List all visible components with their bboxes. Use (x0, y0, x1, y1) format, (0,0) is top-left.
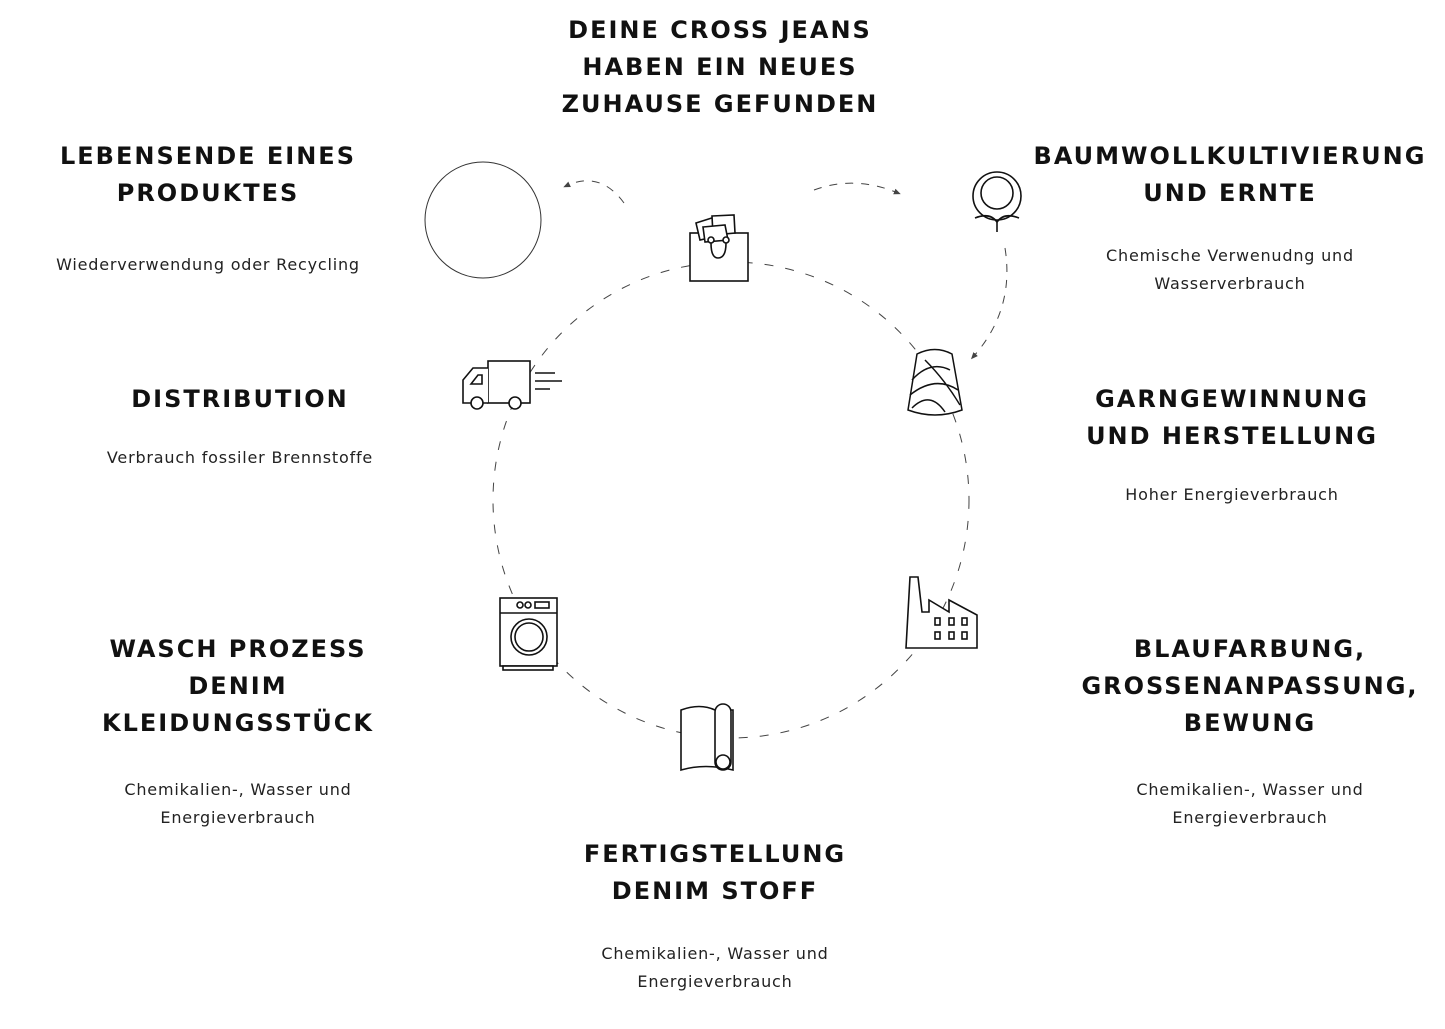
shopping-bag-icon (689, 214, 749, 282)
yarn-cone-icon (907, 348, 963, 416)
stage-title: GROSSENANPASSUNG, (1081, 672, 1419, 700)
stage-title: PRODUKTES (116, 179, 300, 207)
cycle-dashed-ring (492, 261, 970, 739)
center-title-line: DEINE CROSS JEANS (568, 16, 872, 44)
stage-title: BLAUFARBUNG, (1133, 635, 1367, 663)
stage-description: Chemische Verwenudng und (1106, 246, 1354, 265)
arrow-cotton-to-yarn (971, 247, 1008, 360)
stage-description: Verbrauch fossiler Brennstoffe (106, 448, 374, 467)
stage-end-of-life: LEBENSENDE EINES PRODUKTES Wiederverwend… (56, 138, 360, 279)
stage-description: Energieverbrauch (160, 808, 316, 827)
stage-description: Chemikalien-, Wasser und (601, 944, 829, 963)
washing-machine-icon (499, 597, 558, 671)
stage-title: GARNGEWINNUNG (1095, 385, 1369, 413)
center-title: DEINE CROSS JEANS HABEN EIN NEUES ZUHAUS… (562, 12, 879, 123)
stage-washing: WASCH PROZESS DENIM KLEIDUNGSSTÜCK Chemi… (102, 631, 374, 832)
cotton-flower-icon (972, 171, 1022, 232)
stage-title: WASCH PROZESS (109, 635, 367, 663)
stage-description: Wiederverwendung oder Recycling (56, 255, 360, 274)
stage-title: LEBENSENDE EINES (59, 142, 356, 170)
stage-description: Energieverbrauch (637, 972, 793, 991)
stage-dyeing: BLAUFARBUNG, GROSSENANPASSUNG, BEWUNG Ch… (1081, 631, 1418, 832)
end-of-life-circle-icon (424, 161, 542, 279)
stage-title: DENIM STOFF (611, 877, 819, 905)
stage-cotton: BAUMWOLLKULTIVIERUNG UND ERNTE Chemische… (1034, 138, 1427, 298)
stage-yarn: GARNGEWINNUNG UND HERSTELLUNG Hoher Ener… (1086, 381, 1378, 509)
stage-title: BEWUNG (1183, 709, 1317, 737)
stage-title: UND HERSTELLUNG (1086, 422, 1378, 450)
factory-icon (905, 576, 978, 649)
stage-description: Hoher Energieverbrauch (1125, 485, 1339, 504)
arrow-to-end-of-life (563, 180, 625, 204)
stage-title: KLEIDUNGSSTÜCK (102, 709, 374, 737)
stage-title: UND ERNTE (1143, 179, 1317, 207)
stage-finishing: FERTIGSTELLUNG DENIM STOFF Chemikalien-,… (584, 836, 846, 996)
stage-description: Wasserverbrauch (1154, 274, 1306, 293)
center-title-line: HABEN EIN NEUES (582, 53, 858, 81)
delivery-truck-icon (462, 360, 562, 410)
arrow-to-cotton (813, 182, 901, 195)
center-title-line: ZUHAUSE GEFUNDEN (561, 90, 879, 118)
stage-title: DENIM (188, 672, 288, 700)
stage-title: BAUMWOLLKULTIVIERUNG (1033, 142, 1427, 170)
stage-title: FERTIGSTELLUNG (583, 840, 847, 868)
stage-title: DISTRIBUTION (131, 385, 349, 413)
fabric-roll-icon (680, 703, 734, 772)
stage-description: Energieverbrauch (1172, 808, 1328, 827)
stage-description: Chemikalien-, Wasser und (1136, 780, 1364, 799)
stage-description: Chemikalien-, Wasser und (124, 780, 352, 799)
stage-distribution: DISTRIBUTION Verbrauch fossiler Brennsto… (107, 381, 373, 472)
